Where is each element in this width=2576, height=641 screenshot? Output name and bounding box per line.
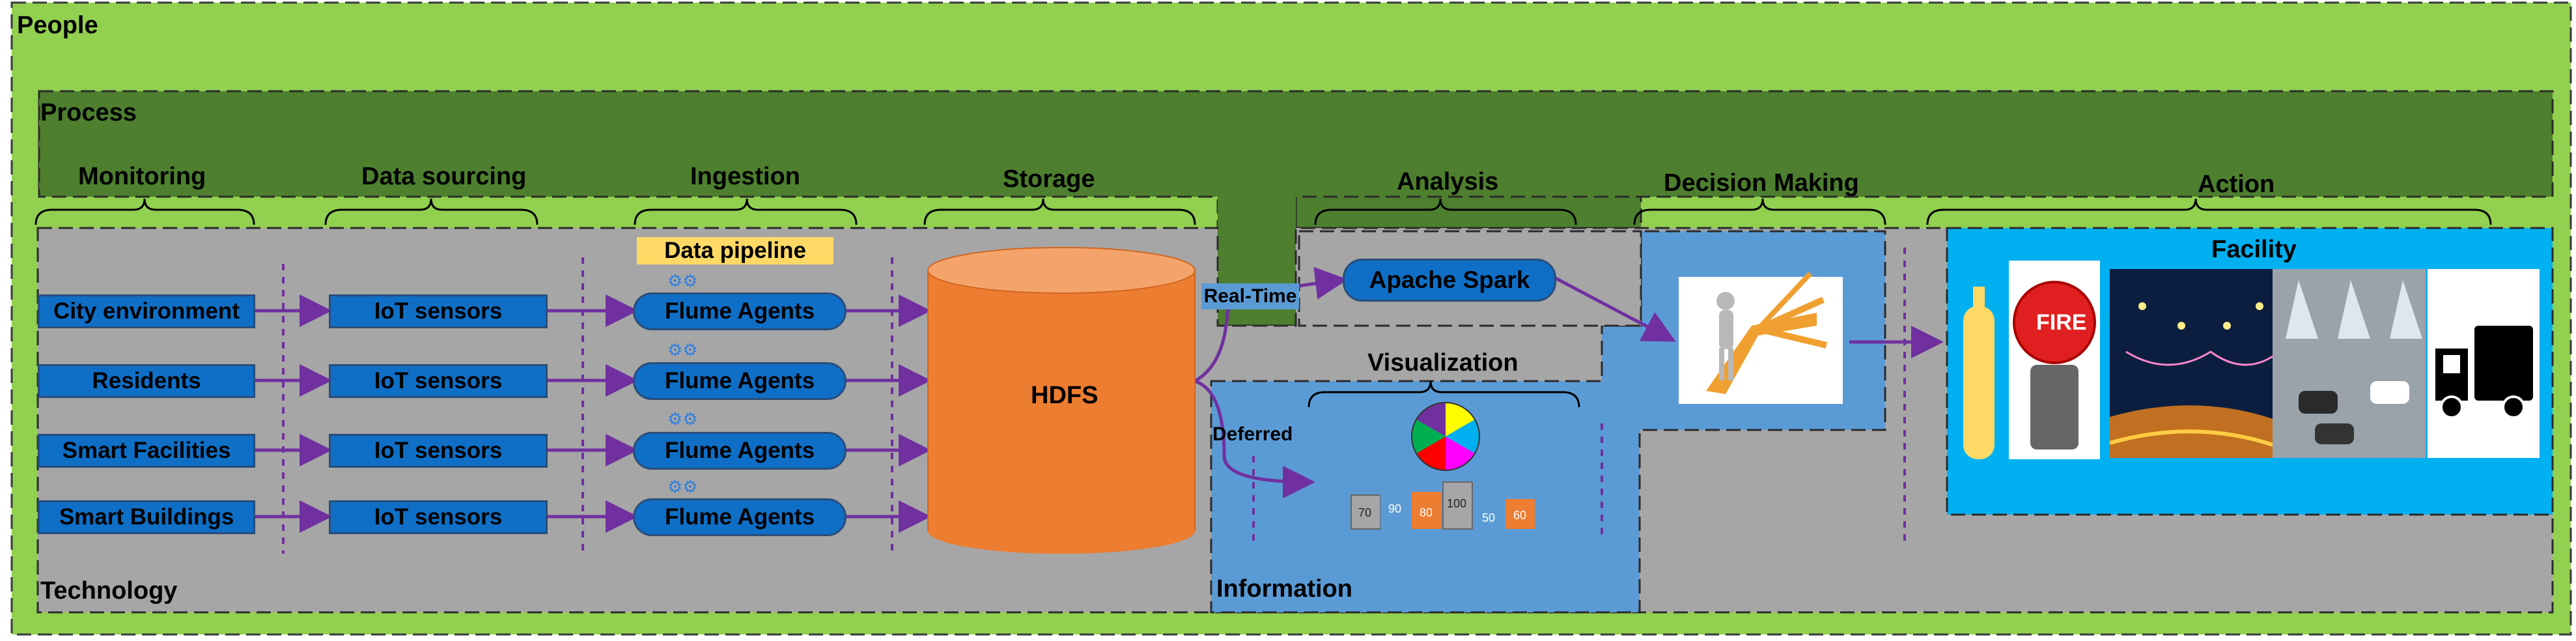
apache-spark: Apache Spark [1343,259,1556,302]
stage-separators [282,248,1906,554]
bar-value-label: 50 [1482,511,1496,524]
gear-icon: ⚙⚙ [667,409,698,429]
bar-value-label: 90 [1388,502,1402,515]
stage-storage: Storage [1003,165,1095,193]
people-layer-label: People [17,12,98,39]
source-smart-facilities: Smart Facilities [38,434,255,468]
bar-chart-blocks [1351,481,1535,530]
bar-value-label: 60 [1513,509,1527,522]
gear-icon: ⚙⚙ [667,271,698,291]
stage-decision-making: Decision Making [1664,169,1859,197]
source-city-environment: City environment [38,294,255,328]
process-layer-label: Process [40,99,137,126]
realtime-label: Real-Time [1201,283,1299,309]
street-lights-icon [2109,269,2287,458]
stage-analysis: Analysis [1397,168,1499,195]
iot-sensors-4: IoT sensors [329,500,548,534]
information-layer-label: Information [1216,575,1352,603]
pie-chart-icon [1411,402,1480,471]
stage-monitoring: Monitoring [78,163,206,190]
stage-data-sourcing: Data sourcing [361,163,527,190]
process-band [38,90,2554,198]
smart-parking-icon [2273,269,2426,458]
flume-agents-1: Flume Agents [633,292,847,330]
stage-visualization: Visualization [1367,349,1519,377]
iot-sensors-3: IoT sensors [329,434,548,468]
stage-action: Action [2198,171,2275,198]
stage-ingestion: Ingestion [690,163,800,190]
flume-agents-3: Flume Agents [633,432,847,470]
iot-sensors-2: IoT sensors [329,364,548,398]
facility-title: Facility [2211,236,2297,263]
gear-icon: ⚙⚙ [667,340,698,360]
decision-crossroads-icon [1679,272,1843,404]
deferred-label: Deferred [1212,423,1293,445]
source-smart-buildings: Smart Buildings [38,500,255,534]
fire-alarm-icon [2009,261,2100,459]
fire-extinguisher-icon [1963,287,1995,459]
bar-value-label: 100 [1447,497,1467,510]
hdfs-cylinder [927,247,1196,554]
fire-alarm-text: FIRE [2036,310,2087,335]
source-residents: Residents [38,364,255,398]
bar-value-label: 80 [1420,506,1433,519]
bar-value-label: 70 [1358,506,1372,519]
garbage-truck-icon [2428,269,2540,458]
iot-sensors-1: IoT sensors [329,294,548,328]
hdfs-label: HDFS [1031,382,1099,409]
flume-agents-2: Flume Agents [633,362,847,400]
stage-braces [35,198,2492,408]
gear-icon: ⚙⚙ [667,477,698,496]
flume-agents-4: Flume Agents [633,498,847,536]
technology-layer-label: Technology [40,577,178,605]
data-pipeline-label: Data pipeline [637,237,833,264]
